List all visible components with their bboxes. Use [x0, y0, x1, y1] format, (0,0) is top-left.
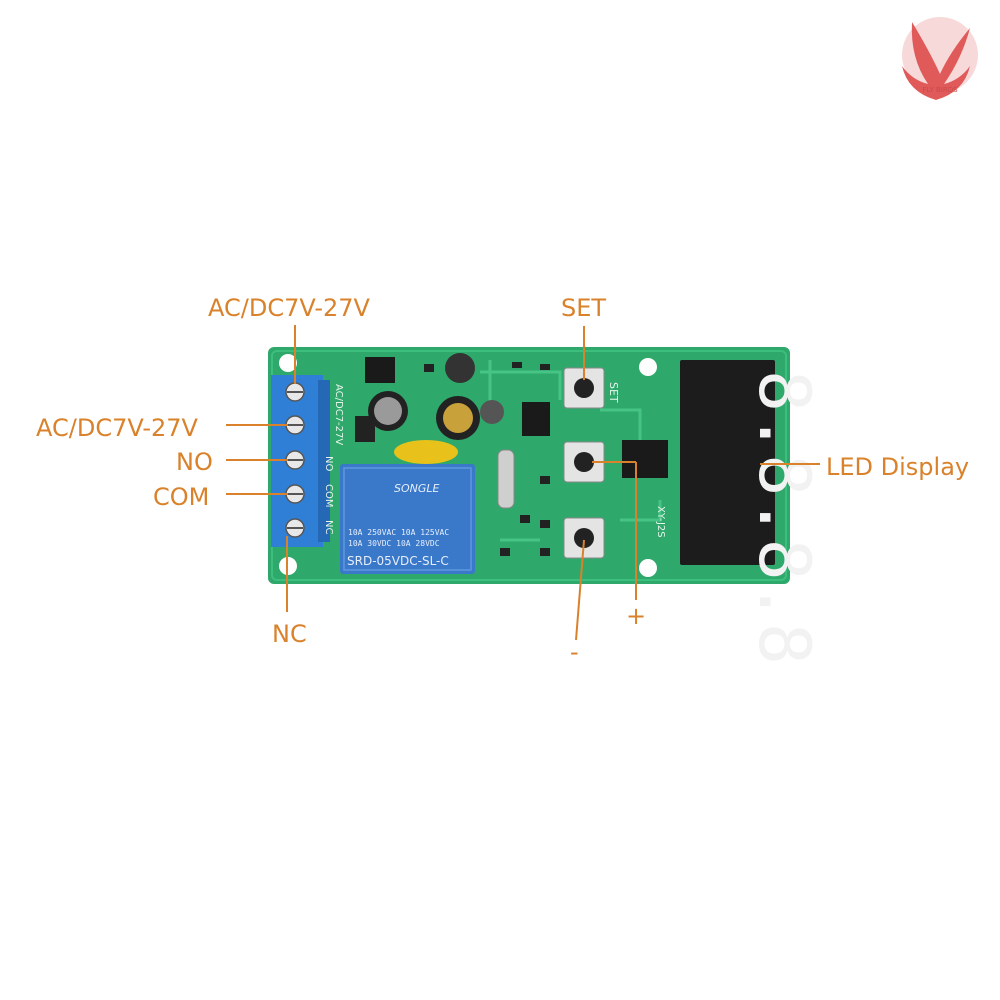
callout-power-mid: AC/DC7V-27V: [36, 414, 198, 442]
silk-nc-label: NC: [323, 520, 334, 534]
led-digits: 8.8.8.8: [743, 370, 825, 665]
yellow-capacitor: [394, 440, 458, 464]
callout-led-display: LED Display: [826, 453, 970, 481]
silk-no-label: NO: [323, 456, 334, 471]
relay-model: SRD-05VDC-SL-C: [347, 554, 449, 568]
silk-com-label: COM: [323, 484, 334, 507]
mounting-hole: [639, 559, 657, 577]
driver-chip: [622, 440, 668, 478]
mounting-hole: [279, 354, 297, 372]
crystal: [497, 449, 515, 509]
phoenix-logo-icon: FLY BIRDS: [902, 17, 978, 100]
callout-leaders: [226, 325, 820, 641]
ic-chip: [355, 416, 375, 442]
mounting-hole: [639, 358, 657, 376]
relay-brand: SONGLE: [394, 482, 440, 495]
logo-text: FLY BIRDS: [922, 86, 958, 94]
mcu-chip: [522, 402, 550, 436]
regulator-chip: [365, 357, 395, 383]
silk-power-label: AC/DC7-27V: [333, 384, 344, 445]
plus-button: [563, 441, 605, 483]
electrolytic-capacitor: [368, 391, 480, 440]
minus-button: [563, 517, 605, 559]
smd-components: [424, 362, 550, 556]
relay-rating-1: 10A 250VAC 10A 125VAC: [348, 528, 449, 537]
terminal-silkscreen: AC/DC7-27V NO COM NC: [323, 384, 344, 534]
callout-power-top: AC/DC7V-27V: [208, 294, 370, 322]
led-display: 8.8.8.8: [680, 360, 825, 665]
set-button: [563, 367, 605, 409]
callout-set: SET: [561, 294, 607, 322]
transistor: [480, 400, 504, 424]
callout-nc: NC: [272, 620, 307, 648]
inductor: [445, 353, 475, 383]
relay: SONGLE 10A 250VAC 10A 125VAC 10A 30VDC 1…: [340, 464, 475, 574]
relay-rating-2: 10A 30VDC 10A 28VDC: [348, 539, 440, 548]
callout-no: NO: [176, 448, 213, 476]
silk-set-label: SET: [607, 382, 620, 403]
callout-plus: +: [626, 602, 647, 630]
callout-com: COM: [153, 483, 210, 511]
callout-minus: -: [570, 638, 579, 666]
silk-model-label: XY-J2S: [655, 506, 666, 538]
